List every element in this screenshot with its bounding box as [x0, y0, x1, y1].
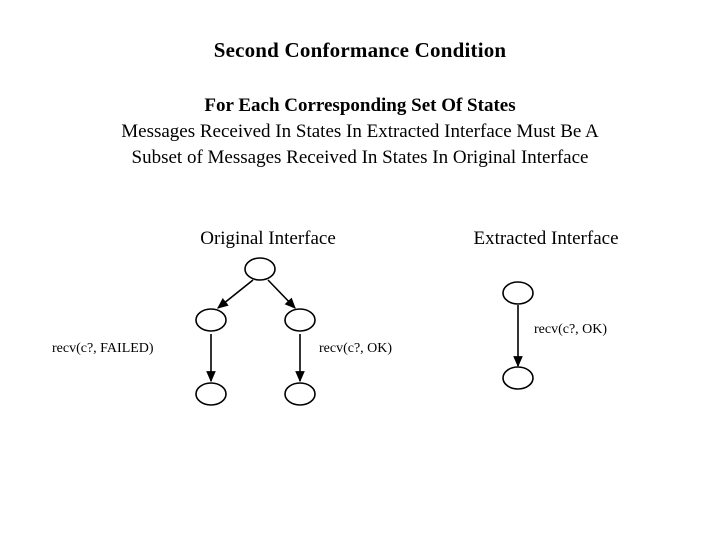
page-title: Second Conformance Condition [213, 38, 507, 62]
edge-root-to-left [217, 279, 254, 309]
subtitle-line-3: Subset of Messages Received In States In… [131, 147, 589, 168]
extracted-interface-label: Extracted Interface [473, 228, 619, 249]
original-interface-graph [195, 257, 316, 406]
state-node-right [284, 308, 316, 332]
state-node-left [195, 308, 227, 332]
subtitle-line-1: For Each Corresponding Set Of States [204, 95, 516, 116]
state-node-right-leaf [284, 382, 316, 406]
edge-label-ok-original: recv(c?, OK) [319, 341, 393, 356]
extracted-interface-graph [502, 281, 534, 390]
edge-label-failed: recv(c?, FAILED) [52, 341, 154, 356]
subtitle-block: For Each Corresponding Set Of States Mes… [0, 93, 720, 171]
subtitle-line-2: Messages Received In States In Extracted… [121, 121, 599, 142]
state-node-root [244, 257, 276, 281]
state-node-left-leaf [195, 382, 227, 406]
edge-root-to-right [267, 279, 296, 309]
state-node-extracted-top [502, 281, 534, 305]
state-node-extracted-bottom [502, 366, 534, 390]
original-interface-label: Original Interface [200, 228, 336, 249]
edge-label-ok-extracted: recv(c?, OK) [534, 322, 608, 337]
